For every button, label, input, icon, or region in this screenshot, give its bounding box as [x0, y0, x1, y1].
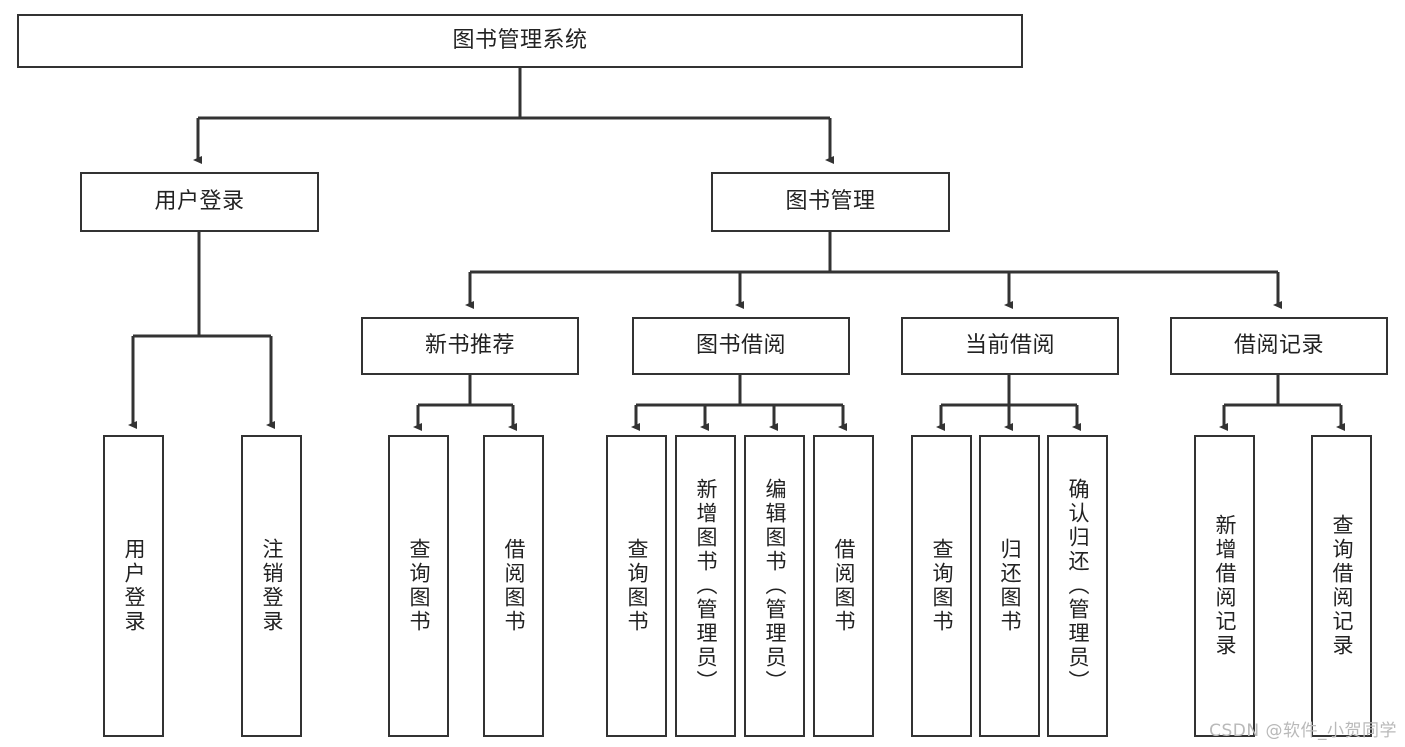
- node-label: 图书管理系统: [452, 28, 588, 54]
- node-leaf-query-borrow-record[interactable]: 查询借阅记录: [1311, 435, 1372, 737]
- node-book-borrow[interactable]: 图书借阅: [632, 317, 850, 375]
- node-new-book-recommend[interactable]: 新书推荐: [361, 317, 579, 375]
- node-label: 查询图书: [930, 538, 954, 634]
- node-label: 查询图书: [407, 538, 431, 634]
- node-label: 归还图书: [998, 538, 1022, 634]
- node-label: 借阅记录: [1233, 333, 1324, 359]
- node-leaf-add-book-admin[interactable]: 新增图书（管理员）: [675, 435, 736, 737]
- node-current-borrow[interactable]: 当前借阅: [901, 317, 1119, 375]
- node-leaf-query-book-borrow[interactable]: 查询图书: [606, 435, 667, 737]
- node-label: 借阅图书: [502, 538, 526, 634]
- node-label: 图书管理: [785, 189, 876, 215]
- node-label: 查询借阅记录: [1330, 514, 1354, 658]
- node-label: 当前借阅: [964, 333, 1055, 359]
- node-label: 借阅图书: [832, 538, 856, 634]
- node-leaf-logout[interactable]: 注销登录: [241, 435, 302, 737]
- node-leaf-query-book-current[interactable]: 查询图书: [911, 435, 972, 737]
- node-leaf-return-book[interactable]: 归还图书: [979, 435, 1040, 737]
- node-root-book-management-system[interactable]: 图书管理系统: [17, 14, 1023, 68]
- node-label: 用户登录: [154, 189, 245, 215]
- node-leaf-confirm-return-admin[interactable]: 确认归还（管理员）: [1047, 435, 1108, 737]
- csdn-watermark: CSDN @软件_小贺同学: [1209, 721, 1397, 741]
- node-borrow-record[interactable]: 借阅记录: [1170, 317, 1388, 375]
- node-label: 新增图书（管理员）: [694, 478, 718, 694]
- node-label: 新书推荐: [424, 333, 515, 359]
- node-label: 图书借阅: [695, 333, 786, 359]
- node-book-management[interactable]: 图书管理: [711, 172, 950, 232]
- node-leaf-borrow-book-recommend[interactable]: 借阅图书: [483, 435, 544, 737]
- node-leaf-add-borrow-record[interactable]: 新增借阅记录: [1194, 435, 1255, 737]
- node-user-login[interactable]: 用户登录: [80, 172, 319, 232]
- node-label: 查询图书: [625, 538, 649, 634]
- node-label: 新增借阅记录: [1213, 514, 1237, 658]
- node-leaf-user-login[interactable]: 用户登录: [103, 435, 164, 737]
- node-label: 用户登录: [122, 538, 146, 634]
- node-label: 注销登录: [260, 538, 284, 634]
- node-leaf-query-book-recommend[interactable]: 查询图书: [388, 435, 449, 737]
- node-label: 编辑图书（管理员）: [763, 478, 787, 694]
- node-label: 确认归还（管理员）: [1066, 478, 1090, 694]
- node-leaf-borrow-book[interactable]: 借阅图书: [813, 435, 874, 737]
- node-leaf-edit-book-admin[interactable]: 编辑图书（管理员）: [744, 435, 805, 737]
